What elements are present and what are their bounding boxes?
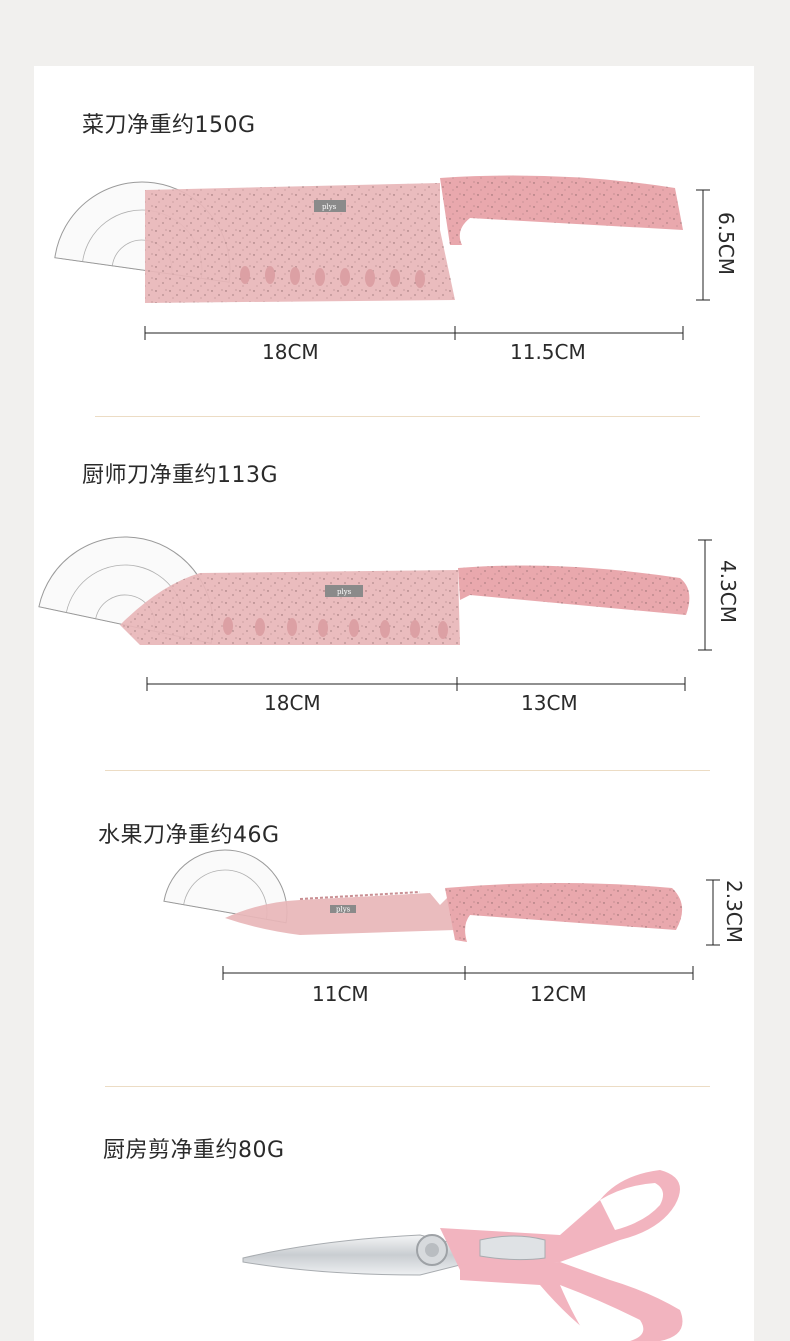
chef-knife-illustration: plys — [38, 536, 712, 691]
fruit-knife-blade-length: 11CM — [312, 982, 369, 1006]
divider-3 — [105, 1086, 710, 1087]
fruit-knife-title: 水果刀净重约46G — [98, 823, 280, 848]
brand-logo — [314, 200, 346, 212]
chef-knife-blade-length: 18CM — [264, 691, 321, 715]
divider-2 — [105, 770, 710, 771]
cleaver-blade-length: 18CM — [262, 340, 319, 364]
scissors-illustration — [242, 1170, 683, 1341]
fruit-knife-dimension-lines — [222, 879, 720, 980]
scissors-title: 厨房剪净重约80G — [103, 1138, 285, 1163]
cleaver-width: 6.5CM — [714, 212, 738, 276]
fruit-knife-width: 2.3CM — [722, 880, 746, 944]
chef-knife-handle-length: 13CM — [521, 691, 578, 715]
brand-text: plys — [337, 588, 352, 596]
cleaver-dimension-lines — [144, 189, 710, 340]
cleaver-handle-length: 11.5CM — [510, 340, 586, 364]
brand-logo — [325, 585, 363, 597]
fruit-knife-handle-length: 12CM — [530, 982, 587, 1006]
brand-logo — [330, 905, 356, 913]
protractor — [163, 849, 288, 924]
chef-knife-title: 厨师刀净重约113G — [82, 463, 279, 488]
chef-knife-dimension-lines — [146, 539, 712, 691]
divider-1 — [95, 416, 700, 417]
fruit-knife-illustration: plys — [163, 849, 720, 980]
chef-knife-width: 4.3CM — [716, 560, 740, 624]
brand-text: plys — [322, 203, 337, 211]
cleaver-title: 菜刀净重约150G — [82, 113, 256, 138]
brand-text: plys — [336, 906, 351, 914]
cleaver-illustration: plys — [54, 175, 710, 340]
